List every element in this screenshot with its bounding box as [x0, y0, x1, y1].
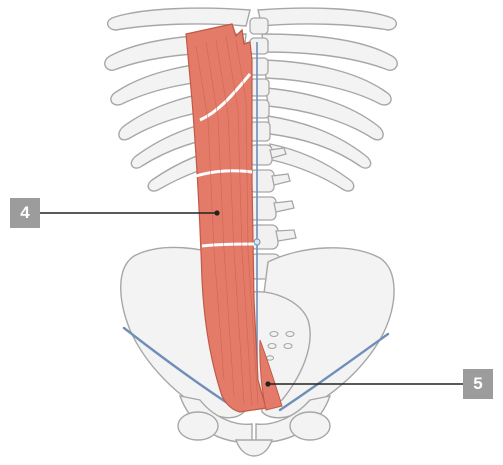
- leader-dot-5: [265, 381, 270, 386]
- umbilicus: [254, 239, 260, 245]
- label-5-text: 5: [473, 374, 482, 394]
- label-4-text: 4: [20, 203, 29, 223]
- leader-dot-4: [214, 210, 219, 215]
- label-4-badge: 4: [10, 198, 40, 228]
- label-5-badge: 5: [463, 369, 493, 399]
